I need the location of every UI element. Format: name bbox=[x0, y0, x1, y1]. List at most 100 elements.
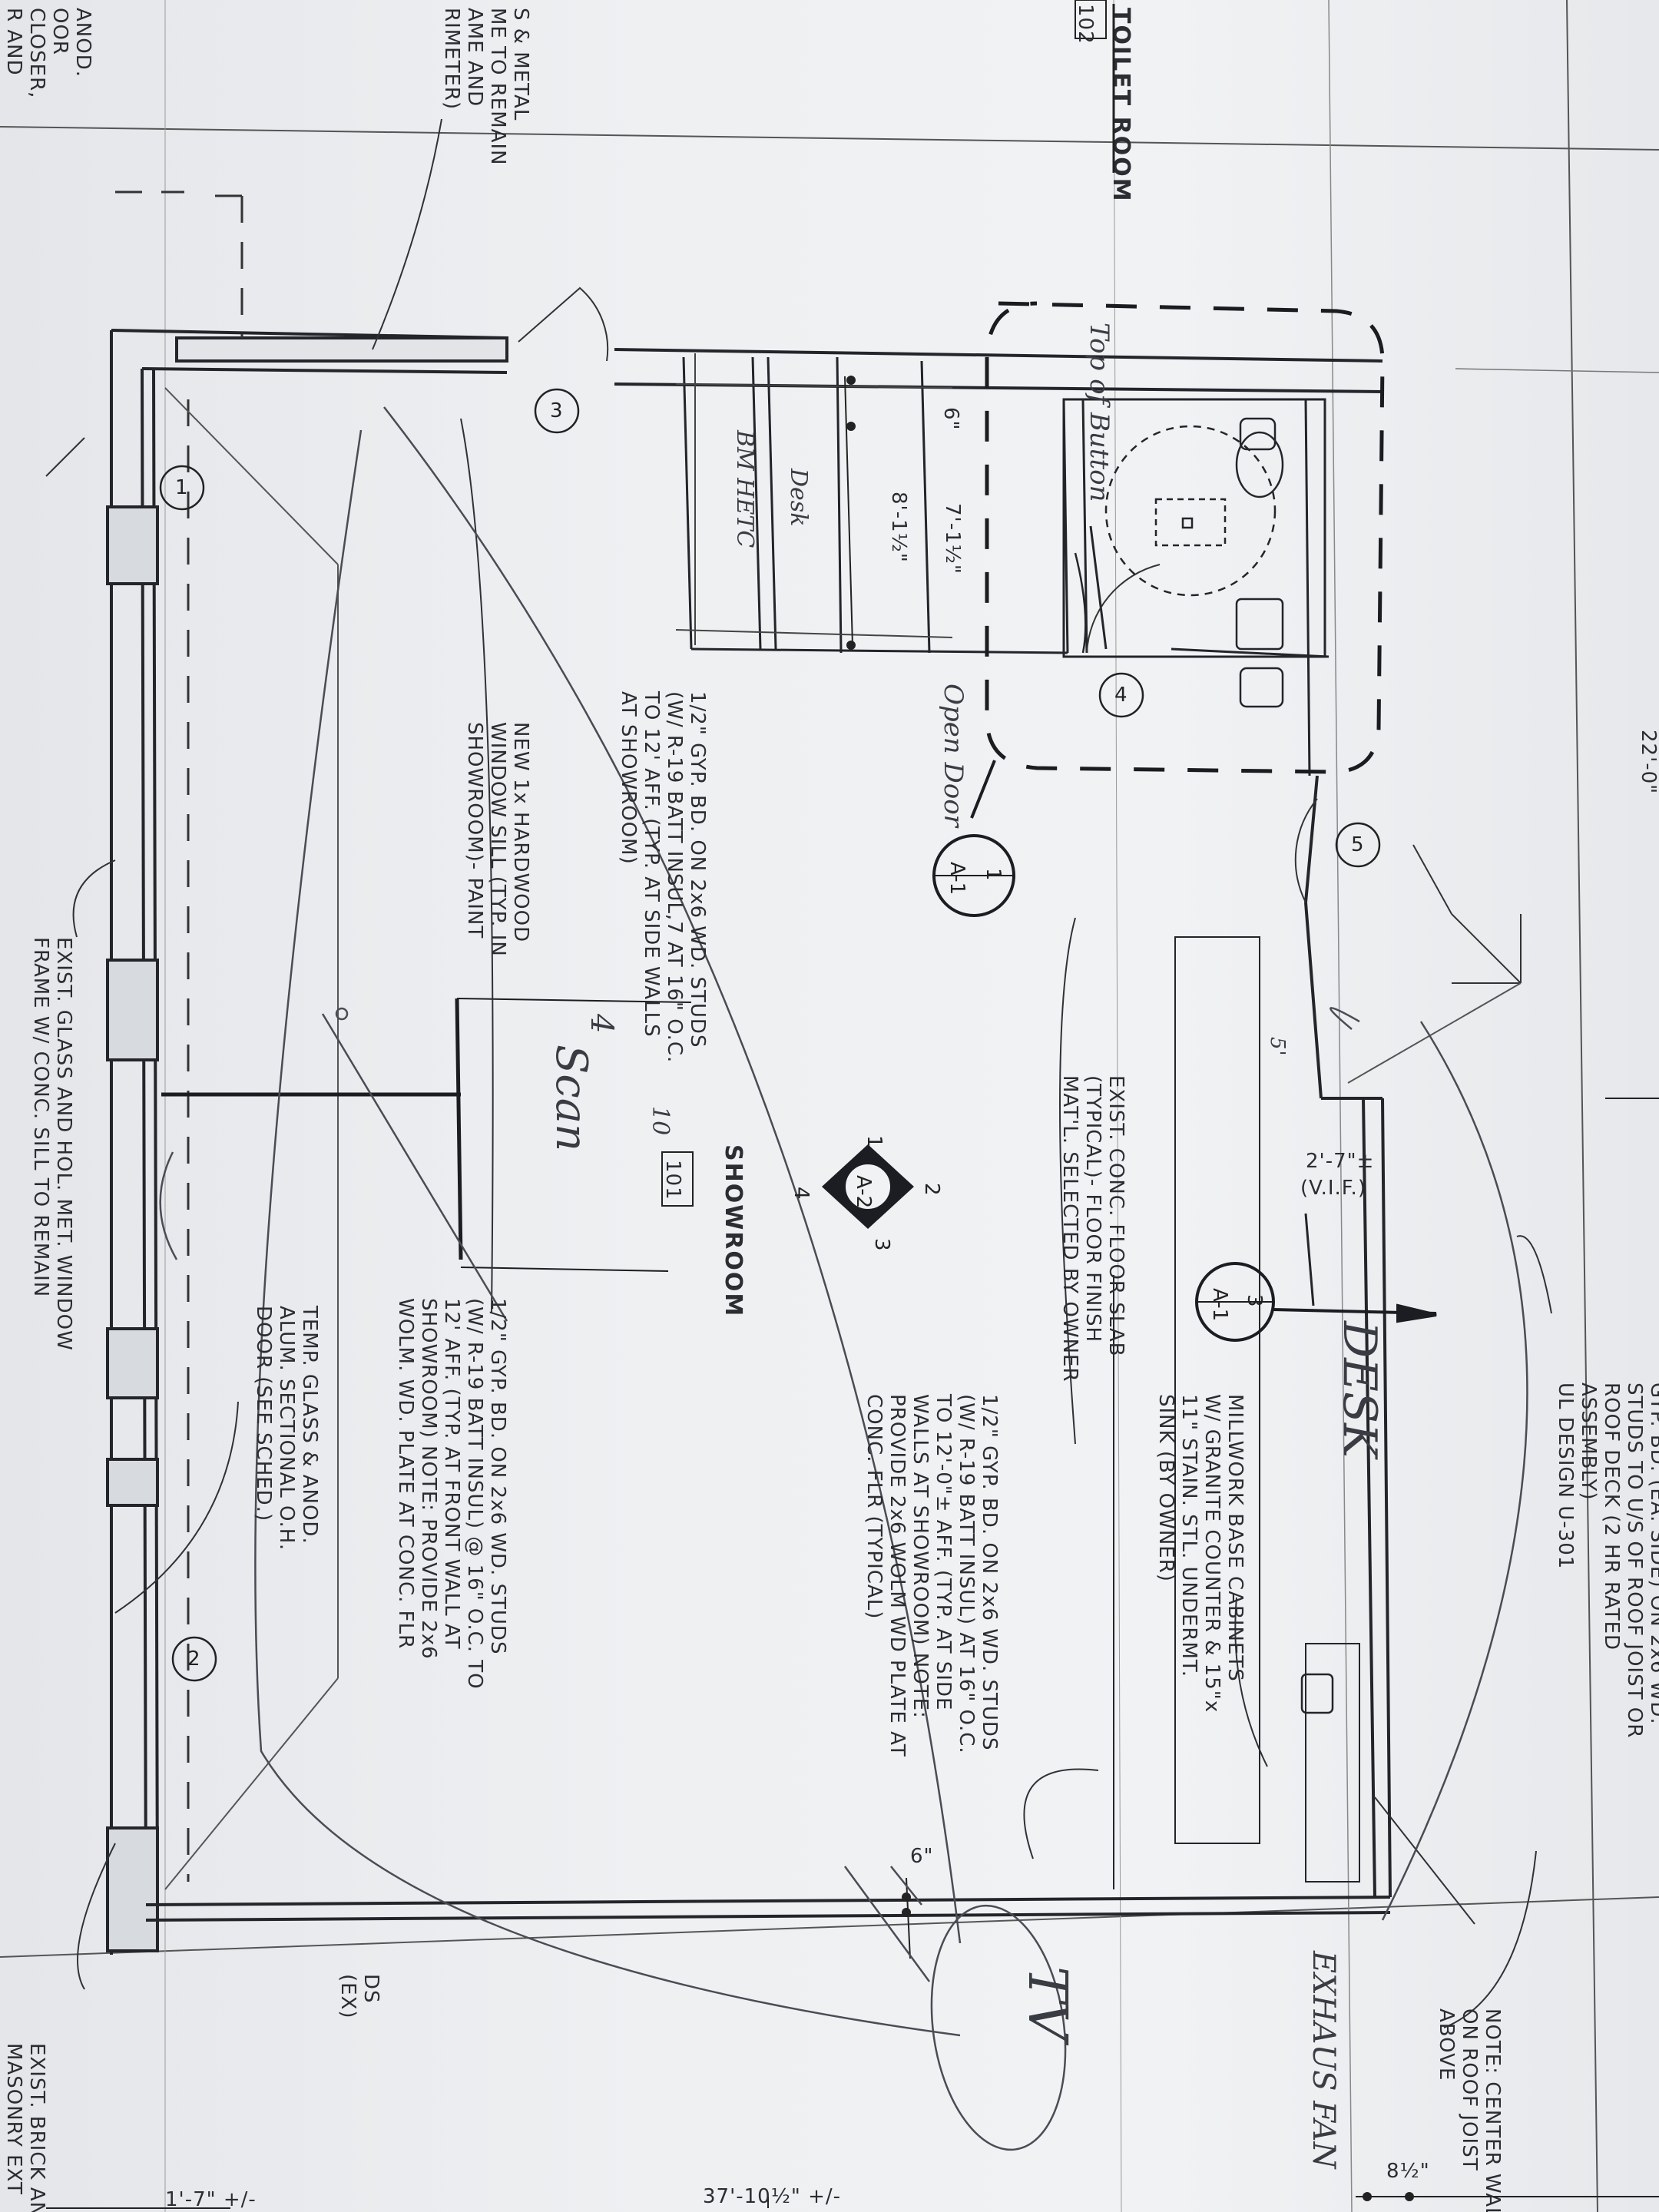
svg-text:ME TO REMAIN: ME TO REMAIN bbox=[486, 8, 509, 166]
handwritten-notes: Top of Button Open Door Desk BM HETC DES… bbox=[546, 323, 1386, 2170]
svg-text:TO 12' AFF. (TYP. AT SIDE WALL: TO 12' AFF. (TYP. AT SIDE WALLS bbox=[640, 690, 663, 1038]
note-slab: EXIST. CONC. FLOOR SLAB (TYPICAL)- FLOOR… bbox=[1058, 1075, 1128, 1382]
svg-text:ON ROOF JOIST: ON ROOF JOIST bbox=[1458, 2008, 1481, 2171]
svg-text:CLOSER,: CLOSER, bbox=[25, 8, 48, 98]
svg-text:BM HETC: BM HETC bbox=[731, 429, 758, 548]
svg-text:EXIST. GLASS AND HOL. MET. WIN: EXIST. GLASS AND HOL. MET. WINDOW bbox=[52, 937, 75, 1351]
svg-text:ASSEMBLY): ASSEMBLY) bbox=[1577, 1382, 1600, 1501]
svg-text:2: 2 bbox=[187, 1647, 200, 1671]
note-ds: DS (EX) bbox=[336, 1974, 382, 2019]
svg-text:CONC. FLR (TYPICAL): CONC. FLR (TYPICAL) bbox=[863, 1394, 886, 1619]
svg-text:1: 1 bbox=[863, 1135, 886, 1148]
svg-text:EXIST. BRICK AN: EXIST. BRICK AN bbox=[25, 2043, 48, 2212]
note-center-wall: NOTE: CENTER WALL ON ROOF JOIST ABOVE bbox=[1435, 2008, 1504, 2212]
scan-partition bbox=[161, 998, 692, 1272]
svg-text:OOR: OOR bbox=[48, 8, 71, 55]
svg-text:RIMETER): RIMETER) bbox=[440, 8, 463, 110]
svg-text:5: 5 bbox=[1351, 833, 1364, 856]
showroom-number: 101 bbox=[661, 1160, 684, 1200]
svg-text:Open Door: Open Door bbox=[938, 684, 969, 829]
svg-text:WALLS AT SHOWROOM) NOTE:: WALLS AT SHOWROOM) NOTE: bbox=[909, 1394, 932, 1719]
svg-text:12' AFF. (TYP. AT FRONT WALL A: 12' AFF. (TYP. AT FRONT WALL AT bbox=[440, 1298, 463, 1650]
svg-text:SHOWROOM) NOTE: PROVIDE 2x6: SHOWROOM) NOTE: PROVIDE 2x6 bbox=[417, 1298, 440, 1660]
leader-lines bbox=[72, 118, 1552, 2028]
note-gyp-side: 1/2" GYP. BD. ON 2x6 WD. STUDS (W/ R-19 … bbox=[863, 1393, 1001, 1757]
svg-text:R AND: R AND bbox=[2, 8, 25, 76]
svg-text:1/2" GYP. BD. ON 2x6 WD. STUDS: 1/2" GYP. BD. ON 2x6 WD. STUDS bbox=[978, 1394, 1001, 1750]
svg-text:37'-10½" +/-: 37'-10½" +/- bbox=[703, 2185, 841, 2208]
millwork-counter bbox=[1113, 936, 1360, 1889]
svg-text:(W/ R-19 BATT INSUL) AT 16" O.: (W/ R-19 BATT INSUL) AT 16" O.C. bbox=[955, 1394, 978, 1754]
svg-text:MASONRY EXT: MASONRY EXT bbox=[2, 2043, 25, 2195]
svg-text:7'-1½": 7'-1½" bbox=[941, 503, 964, 575]
svg-text:Scan: Scan bbox=[546, 1045, 596, 1151]
svg-text:GYP. BD. (EA. SIDE) ON 2x6 WD.: GYP. BD. (EA. SIDE) ON 2x6 WD. bbox=[1646, 1382, 1659, 1725]
note-metal: S & METAL ME TO REMAIN AME AND RIMETER) bbox=[440, 8, 532, 166]
note-gyp-top: GYP. BD. (EA. SIDE) ON 2x6 WD. STUDS TO … bbox=[1554, 1382, 1659, 1738]
toilet-room-walls bbox=[682, 356, 1330, 658]
svg-text:EXHAUS FAN: EXHAUS FAN bbox=[1306, 1950, 1341, 2170]
svg-text:3: 3 bbox=[1243, 1294, 1266, 1307]
svg-text:W/ GRANITE COUNTER & 15"x: W/ GRANITE COUNTER & 15"x bbox=[1200, 1394, 1224, 1713]
svg-text:DS: DS bbox=[359, 1974, 382, 2004]
note-gyp-front: 1/2" GYP. BD. ON 2x6 WD. STUDS (W/ R-19 … bbox=[394, 1298, 509, 1690]
svg-text:UL DESIGN U-301: UL DESIGN U-301 bbox=[1554, 1382, 1577, 1569]
svg-text:10: 10 bbox=[647, 1106, 674, 1135]
door-tag-4: 4 bbox=[1098, 672, 1144, 718]
room-diagonals bbox=[164, 387, 1522, 1890]
svg-text:NOTE: CENTER WALL: NOTE: CENTER WALL bbox=[1481, 2008, 1504, 2212]
svg-text:(W/ R-19 BATT INSUL) @ 16" O.C: (W/ R-19 BATT INSUL) @ 16" O.C. TO bbox=[463, 1298, 486, 1690]
svg-text:(W/ R-19 BATT INSUL,7 AT 16" O: (W/ R-19 BATT INSUL,7 AT 16" O.C. bbox=[663, 691, 686, 1063]
svg-text:(EX): (EX) bbox=[336, 1974, 359, 2019]
toilet-room-number: 102 bbox=[1074, 4, 1097, 45]
svg-text:DOOR (SEE SCHED.): DOOR (SEE SCHED.) bbox=[252, 1306, 275, 1522]
dimension-labels: 22'-0" 37'-10½" +/- 6" 7'-1½" 8'-1½" 2'-… bbox=[165, 407, 1659, 2211]
door-tag-1: 1 bbox=[159, 465, 205, 511]
svg-text:ANOD.: ANOD. bbox=[71, 8, 94, 78]
svg-text:A-1: A-1 bbox=[945, 862, 969, 895]
svg-text:AT SHOWROOM): AT SHOWROOM) bbox=[617, 691, 640, 865]
door-tag-3: 3 bbox=[534, 388, 580, 434]
svg-text:DESK: DESK bbox=[1333, 1320, 1386, 1460]
svg-text:11" STAIN. STL. UNDERMT.: 11" STAIN. STL. UNDERMT. bbox=[1177, 1394, 1200, 1677]
svg-text:2'-7"±: 2'-7"± bbox=[1306, 1150, 1374, 1173]
door-tag-2: 2 bbox=[171, 1636, 217, 1682]
svg-text:3: 3 bbox=[870, 1238, 893, 1251]
dashed-lines bbox=[115, 190, 243, 1882]
svg-text:2: 2 bbox=[920, 1183, 943, 1196]
svg-text:5': 5' bbox=[1266, 1037, 1289, 1057]
note-anod: ANOD. OOR CLOSER, R AND bbox=[2, 8, 94, 98]
section-marker-1: 1 A-1 bbox=[932, 760, 1015, 917]
dashed-outline bbox=[985, 301, 1385, 774]
note-door: TEMP. GLASS & ANOD. ALUM. SECTIONAL O.H.… bbox=[252, 1305, 321, 1551]
toilet-room-label: TOILET ROOM bbox=[1108, 8, 1134, 203]
showroom-title: SHOWROOM 101 bbox=[661, 1144, 747, 1317]
svg-text:MILLWORK BASE CABINETS: MILLWORK BASE CABINETS bbox=[1224, 1394, 1247, 1682]
svg-text:(TYPICAL)- FLOOR FINISH: (TYPICAL)- FLOOR FINISH bbox=[1081, 1075, 1104, 1343]
svg-text:NEW 1x HARDWOOD: NEW 1x HARDWOOD bbox=[509, 722, 532, 942]
elevation-marker: A-2 1 2 3 4 bbox=[790, 1135, 943, 1251]
svg-text:WOLM. WD. PLATE AT CONC. FLR: WOLM. WD. PLATE AT CONC. FLR bbox=[394, 1298, 417, 1649]
note-sill: NEW 1x HARDWOOD WINDOW SILL (TYP. IN SHO… bbox=[463, 722, 532, 957]
svg-text:6": 6" bbox=[939, 407, 962, 431]
section-marker-3: 3 A-1 bbox=[1195, 1262, 1437, 1342]
svg-text:4: 4 bbox=[790, 1187, 813, 1200]
svg-text:MAT'L. SELECTED BY OWNER: MAT'L. SELECTED BY OWNER bbox=[1058, 1075, 1081, 1382]
dimension-lines bbox=[46, 376, 1659, 2209]
svg-text:EXIST. CONC. FLOOR SLAB: EXIST. CONC. FLOOR SLAB bbox=[1104, 1075, 1128, 1356]
door-swings bbox=[45, 286, 1522, 984]
svg-text:A-2: A-2 bbox=[852, 1175, 875, 1208]
note-millwork: MILLWORK BASE CABINETS W/ GRANITE COUNTE… bbox=[1154, 1394, 1247, 1713]
svg-text:3: 3 bbox=[550, 399, 563, 422]
svg-text:SINK (BY OWNER): SINK (BY OWNER) bbox=[1154, 1394, 1177, 1582]
svg-text:STUDS TO U/S OF ROOF JOIST OR: STUDS TO U/S OF ROOF JOIST OR bbox=[1623, 1382, 1646, 1738]
svg-text:ALUM. SECTIONAL O.H.: ALUM. SECTIONAL O.H. bbox=[275, 1306, 298, 1551]
svg-text:6": 6" bbox=[910, 1845, 934, 1868]
svg-text:22'-0": 22'-0" bbox=[1637, 730, 1659, 794]
svg-text:TV: TV bbox=[1016, 1966, 1079, 2046]
svg-text:Top of Button: Top of Button bbox=[1084, 323, 1114, 502]
note-brick: EXIST. BRICK AN MASONRY EXT bbox=[2, 2043, 48, 2212]
svg-text:WINDOW SILL (TYP. IN: WINDOW SILL (TYP. IN bbox=[486, 722, 509, 957]
toilet-room-title: TOILET ROOM 102 bbox=[1074, 0, 1134, 203]
